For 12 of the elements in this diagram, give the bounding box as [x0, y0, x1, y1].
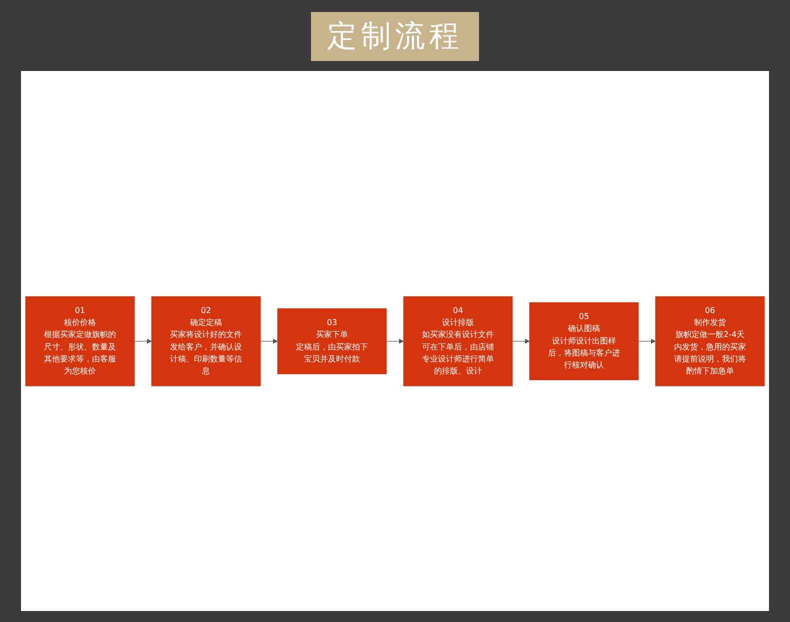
arrow [134, 338, 152, 344]
arrow [638, 338, 656, 344]
arrow [386, 338, 404, 344]
node-box: 03 买家下单 定稿后，由买家拍下宝贝并及时付款 [277, 308, 387, 374]
node-box: 06 制作发货 旗帜定做一般2-4天内发货，急用的买家请提前说明，我们将酌情下加急单 [655, 296, 765, 386]
title-banner: 定制流程 [311, 12, 479, 61]
node-box: 01 核价价格 根据买家定做旗帜的尺寸、形状、数量及其他要求等，由客服为您核价 [25, 296, 135, 386]
node-box: 04 设计排版 如买家没有设计文件可在下单后，由店铺专业设计师进行简单的排版、设计 [403, 296, 513, 386]
node-box: 05 确认图稿 设计师设计出图样后，将图稿与客户进行核对确认 [529, 302, 639, 380]
arrow [260, 338, 278, 344]
node-box: 02 确定定稿 买家将设计好的文件发给客户，并确认设计稿、印刷数量等信息 [151, 296, 261, 386]
arrow [512, 338, 530, 344]
